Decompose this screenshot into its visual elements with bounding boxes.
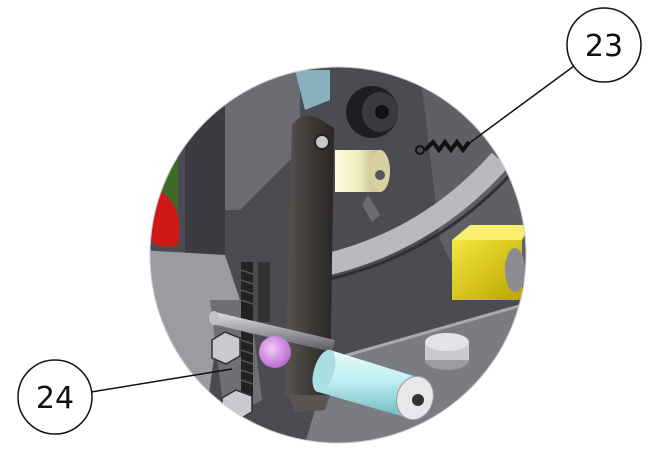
callout-24-bubble — [17, 359, 93, 435]
callout-23-bubble — [566, 7, 642, 83]
knob — [425, 333, 469, 370]
pale-spacer — [335, 150, 390, 222]
callout-24: 24 — [17, 359, 233, 435]
top-bushing — [346, 86, 398, 138]
callout-23-label: 23 — [585, 29, 623, 64]
callout-24-label: 24 — [36, 381, 74, 416]
yellow-block — [452, 225, 526, 300]
magenta-part — [259, 336, 291, 368]
callout-24-leader — [90, 368, 233, 393]
arm-pivot-nut — [314, 134, 330, 150]
cross-pin — [209, 311, 335, 352]
callout-23-leader — [463, 65, 575, 148]
threaded-rod — [240, 262, 270, 412]
spring — [415, 138, 471, 155]
cyan-roller — [312, 349, 434, 421]
hex-nut-upper — [211, 331, 241, 365]
callout-23: 23 — [463, 7, 642, 148]
detail-circle — [150, 67, 526, 443]
